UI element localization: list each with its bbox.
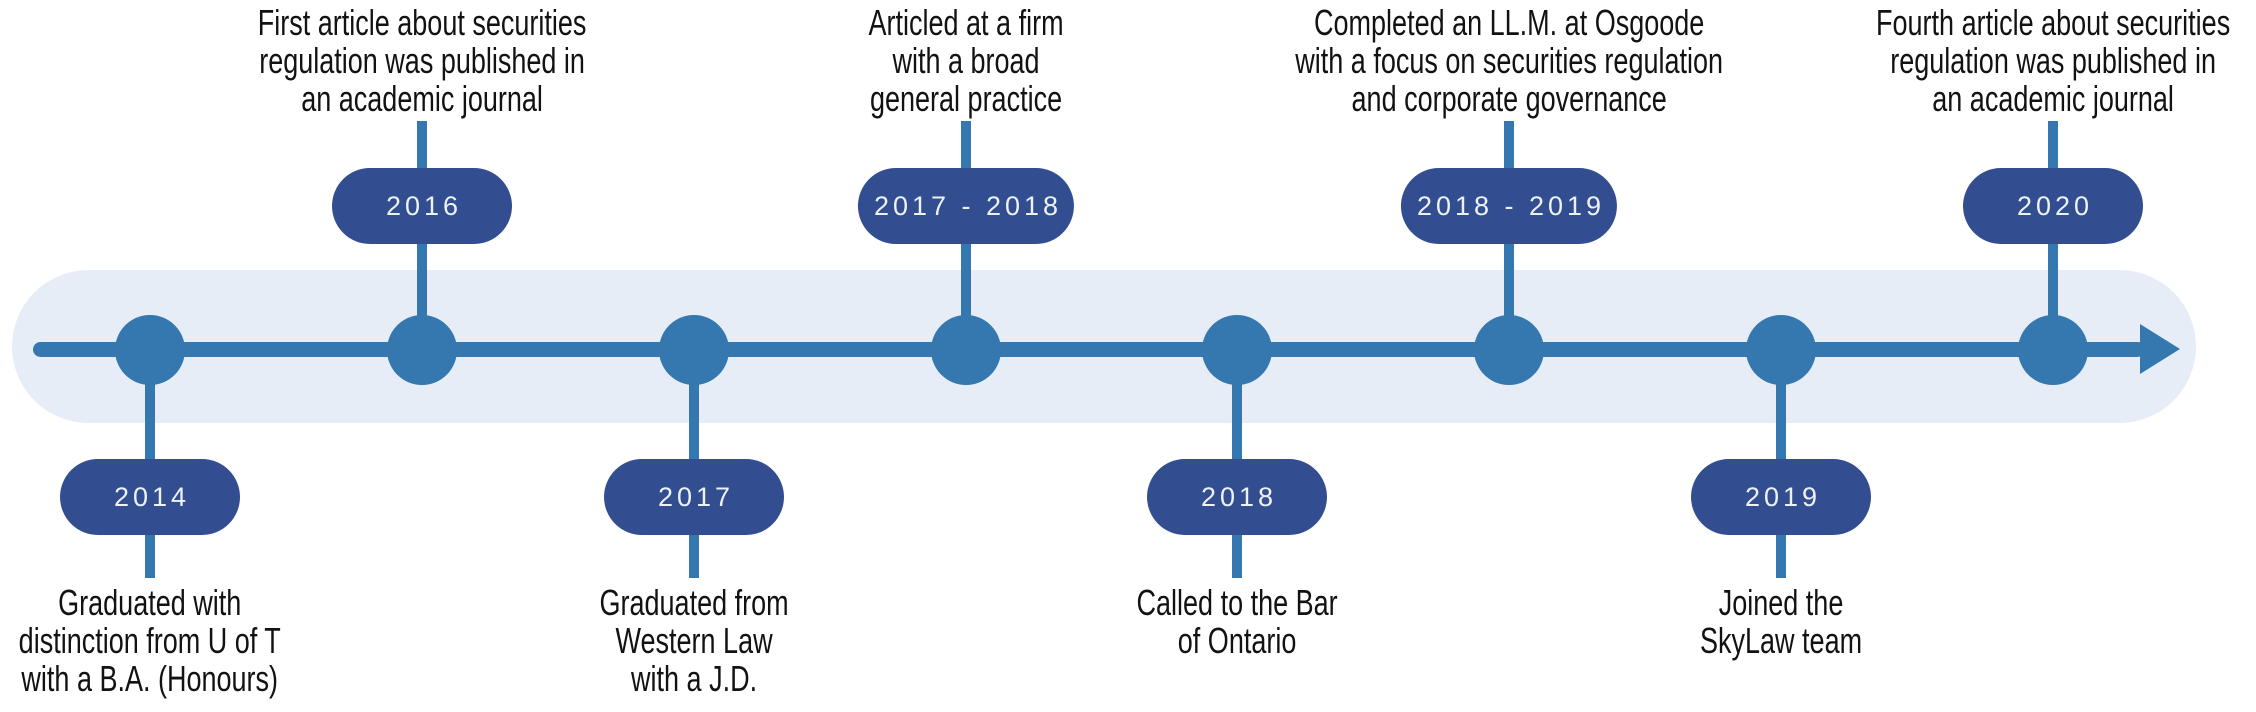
year-badge-label: 2018 - 2019 [1416, 190, 1606, 221]
year-badge: 2018 [1147, 459, 1327, 535]
timeline-marker-dot [387, 315, 457, 385]
event-description-text: Fourth article about securities regulati… [1875, 2, 2231, 119]
timeline-marker-dot [1202, 315, 1272, 385]
year-badge-label: 2018 [1200, 481, 1278, 512]
event-description-text: Joined the SkyLaw team [1699, 582, 1863, 661]
timeline-axis [33, 342, 2145, 357]
event-description-text: Called to the Bar of Ontario [1136, 582, 1338, 661]
event-description: Called to the Bar of Ontario [897, 584, 1577, 660]
event-description-text: Graduated from Western Law with a J.D. [599, 582, 789, 699]
year-badge: 2017 [604, 459, 784, 535]
timeline-marker-dot [931, 315, 1001, 385]
timeline-marker-dot [2018, 315, 2088, 385]
year-badge: 2017 - 2018 [857, 168, 1075, 244]
year-badge-label: 2014 [113, 481, 191, 512]
timeline-marker-dot [115, 315, 185, 385]
year-badge-label: 2017 [657, 481, 735, 512]
year-badge: 2019 [1691, 459, 1871, 535]
year-badge: 2014 [60, 459, 240, 535]
year-badge-label: 2020 [2016, 190, 2094, 221]
year-badge: 2018 - 2019 [1400, 168, 1618, 244]
event-description-text: First article about securities regulatio… [257, 2, 587, 119]
event-description-text: Graduated with distinction from U of T w… [18, 582, 282, 699]
event-description: Completed an LL.M. at Osgoode with a foc… [1169, 2, 1849, 118]
timeline-marker-dot [1746, 315, 1816, 385]
year-badge-label: 2016 [385, 190, 463, 221]
event-description: Articled at a firm with a broad general … [626, 2, 1306, 118]
year-badge: 2020 [1963, 168, 2143, 244]
event-description-text: Articled at a firm with a broad general … [868, 2, 1064, 119]
event-description: Fourth article about securities regulati… [1713, 2, 2256, 118]
event-description: First article about securities regulatio… [82, 2, 762, 118]
timeline-marker-dot [1474, 315, 1544, 385]
event-description: Graduated from Western Law with a J.D. [354, 584, 1034, 698]
timeline-marker-dot [659, 315, 729, 385]
year-badge-label: 2019 [1744, 481, 1822, 512]
year-badge: 2016 [332, 168, 512, 244]
event-description: Graduated with distinction from U of T w… [0, 584, 490, 698]
right-arrow-icon [2140, 324, 2180, 374]
event-description: Joined the SkyLaw team [1441, 584, 2121, 660]
event-description-text: Completed an LL.M. at Osgoode with a foc… [1295, 2, 1723, 119]
year-badge-label: 2017 - 2018 [873, 190, 1063, 221]
